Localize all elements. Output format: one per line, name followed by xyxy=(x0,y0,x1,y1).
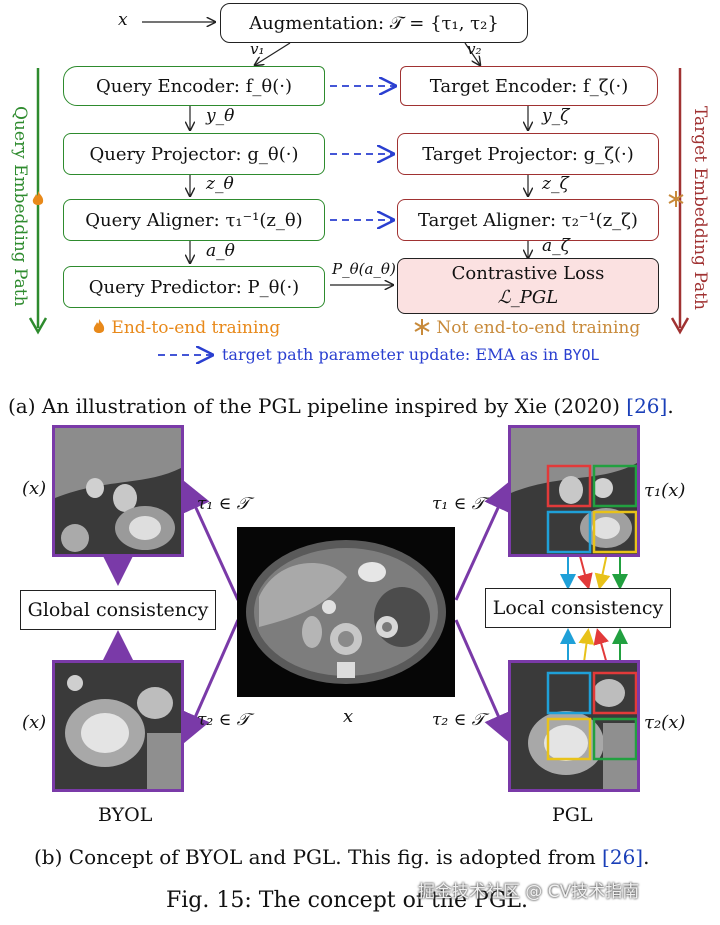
target-embedding-path-label: Target Embedding Path xyxy=(690,106,710,310)
caption-a-end: . xyxy=(667,394,674,418)
target-aligner-box: Target Aligner: τ₂⁻¹(z_ζ) xyxy=(397,199,659,241)
a-zeta-label: a_ζ xyxy=(542,236,570,256)
fire-icon xyxy=(93,319,105,333)
predictor-output-label: P_θ(a_θ) xyxy=(332,260,396,278)
tau1-right-label: τ₁ ∈ 𝒯 xyxy=(432,494,485,514)
loss-symbol: ℒ_PGL xyxy=(497,287,559,308)
target-projector-box: Target Projector: g_ζ(·) xyxy=(397,133,659,175)
legend-not-end-to-end: Not end-to-end training xyxy=(413,318,640,338)
byol-view-1-scan xyxy=(52,425,184,557)
byol-x-bottom-label: (x) xyxy=(22,712,47,733)
caption-b: (b) Concept of BYOL and PGL. This fig. i… xyxy=(34,845,649,869)
y-theta-label: y_θ xyxy=(206,106,235,126)
v2-label: v₂ xyxy=(467,40,482,58)
target-encoder-box: Target Encoder: f_ζ(·) xyxy=(400,66,658,106)
caption-a-ref[interactable]: [26] xyxy=(626,394,668,418)
fire-icon xyxy=(32,191,44,205)
snowflake-icon xyxy=(668,191,684,207)
input-x-label: x xyxy=(118,10,128,30)
v1-label: v₁ xyxy=(250,40,265,58)
byol-x-top-label: (x) xyxy=(22,478,47,499)
z-theta-label: z_θ xyxy=(206,174,234,194)
ct-crop-2 xyxy=(55,663,181,789)
legend-ema-text: target path parameter update: EMA as in xyxy=(222,345,564,364)
legend-ema-code: BYOL xyxy=(563,346,600,364)
a-theta-label: a_θ xyxy=(206,241,235,261)
snowflake-icon xyxy=(414,319,430,335)
center-x-label: x xyxy=(343,706,354,727)
tau1-left-label: τ₁ ∈ 𝒯 xyxy=(197,494,250,514)
tau2-left-label: τ₂ ∈ 𝒯 xyxy=(197,710,250,730)
query-encoder-box: Query Encoder: f_θ(·) xyxy=(63,66,325,106)
tau2-right-label: τ₂ ∈ 𝒯 xyxy=(432,710,485,730)
watermark: 掘金技术社区 @ CV技术指南 xyxy=(418,882,640,902)
query-predictor-box: Query Predictor: P_θ(·) xyxy=(63,266,325,308)
legend-end-to-end-text: End-to-end training xyxy=(111,318,281,338)
pgl-label: PGL xyxy=(552,804,593,826)
legend-end-to-end: End-to-end training xyxy=(92,318,280,338)
query-aligner-box: Query Aligner: τ₁⁻¹(z_θ) xyxy=(63,199,325,241)
byol-view-2-scan xyxy=(52,660,184,792)
loss-title: Contrastive Loss xyxy=(451,263,605,284)
ct-crop-1 xyxy=(55,428,181,554)
query-projector-box: Query Projector: g_θ(·) xyxy=(63,133,325,175)
caption-b-ref[interactable]: [26] xyxy=(602,845,644,869)
local-consistency-box: Local consistency xyxy=(485,588,671,628)
figure-caption: Fig. 15: The concept of the PGL. xyxy=(166,888,529,913)
augmentation-box: Augmentation: 𝒯 = {τ₁, τ₂} xyxy=(220,3,528,43)
pgl-view-1-scan xyxy=(508,425,640,557)
caption-a-text: (a) An illustration of the PGL pipeline … xyxy=(8,394,627,418)
contrastive-loss-box: Contrastive Loss ℒ_PGL xyxy=(397,258,659,314)
center-ct-scan xyxy=(237,527,455,697)
ct-crop-3 xyxy=(511,428,637,554)
caption-b-text: (b) Concept of BYOL and PGL. This fig. i… xyxy=(34,845,603,869)
query-embedding-path-label: Query Embedding Path xyxy=(10,106,30,307)
y-zeta-label: y_ζ xyxy=(542,106,570,126)
caption-b-end: . xyxy=(643,845,650,869)
global-consistency-box: Global consistency xyxy=(20,590,216,630)
z-zeta-label: z_ζ xyxy=(542,174,569,194)
byol-label: BYOL xyxy=(98,804,153,826)
pgl-view-2-scan xyxy=(508,660,640,792)
ct-crop-4 xyxy=(511,663,637,789)
legend-not-end-to-end-text: Not end-to-end training xyxy=(436,318,641,338)
tau2-x-label: τ₂(x) xyxy=(644,712,686,733)
tau1-x-label: τ₁(x) xyxy=(644,480,686,501)
legend-ema: target path parameter update: EMA as in … xyxy=(222,345,600,364)
ct-full-slice xyxy=(237,527,455,697)
caption-a: (a) An illustration of the PGL pipeline … xyxy=(8,394,674,418)
